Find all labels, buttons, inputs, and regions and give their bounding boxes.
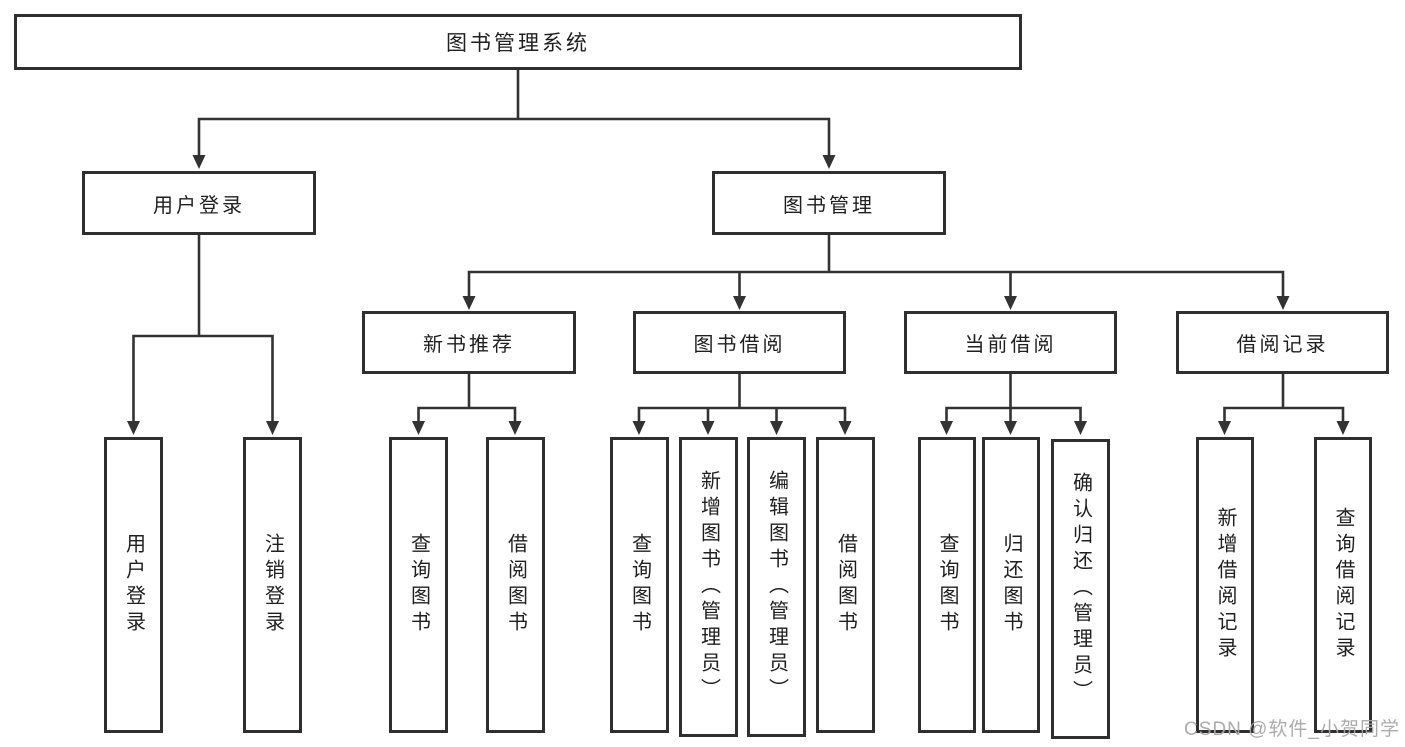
node-library-management-system: 图书管理系统	[14, 14, 1022, 70]
leaf-borrow-books-borrowing: 借阅图书	[816, 437, 875, 733]
leaf-add-books-admin: 新增图书（管理员）	[679, 437, 738, 737]
node-book-borrowing: 图书借阅	[633, 311, 846, 374]
node-new-book-recommendation: 新书推荐	[362, 311, 576, 374]
node-user-login: 用户登录	[82, 171, 316, 235]
leaf-confirm-return-admin: 确认归还（管理员）	[1051, 439, 1110, 739]
leaf-add-borrow-record: 新增借阅记录	[1196, 437, 1254, 733]
node-book-management: 图书管理	[712, 171, 946, 235]
arrowheads	[127, 155, 1350, 435]
leaf-return-books: 归还图书	[982, 437, 1040, 733]
leaf-logout: 注销登录	[243, 437, 302, 733]
leaf-query-books-recommend: 查询图书	[389, 437, 448, 733]
leaf-query-books-current: 查询图书	[918, 437, 976, 733]
leaf-edit-books-admin: 编辑图书（管理员）	[747, 437, 806, 737]
node-current-borrowing: 当前借阅	[904, 311, 1117, 374]
node-borrowing-records: 借阅记录	[1176, 311, 1389, 374]
leaf-borrow-books-recommend: 借阅图书	[486, 437, 545, 733]
leaf-query-borrow-record: 查询借阅记录	[1314, 437, 1372, 733]
leaf-query-books-borrowing: 查询图书	[610, 437, 669, 733]
leaf-user-login: 用户登录	[104, 437, 163, 733]
